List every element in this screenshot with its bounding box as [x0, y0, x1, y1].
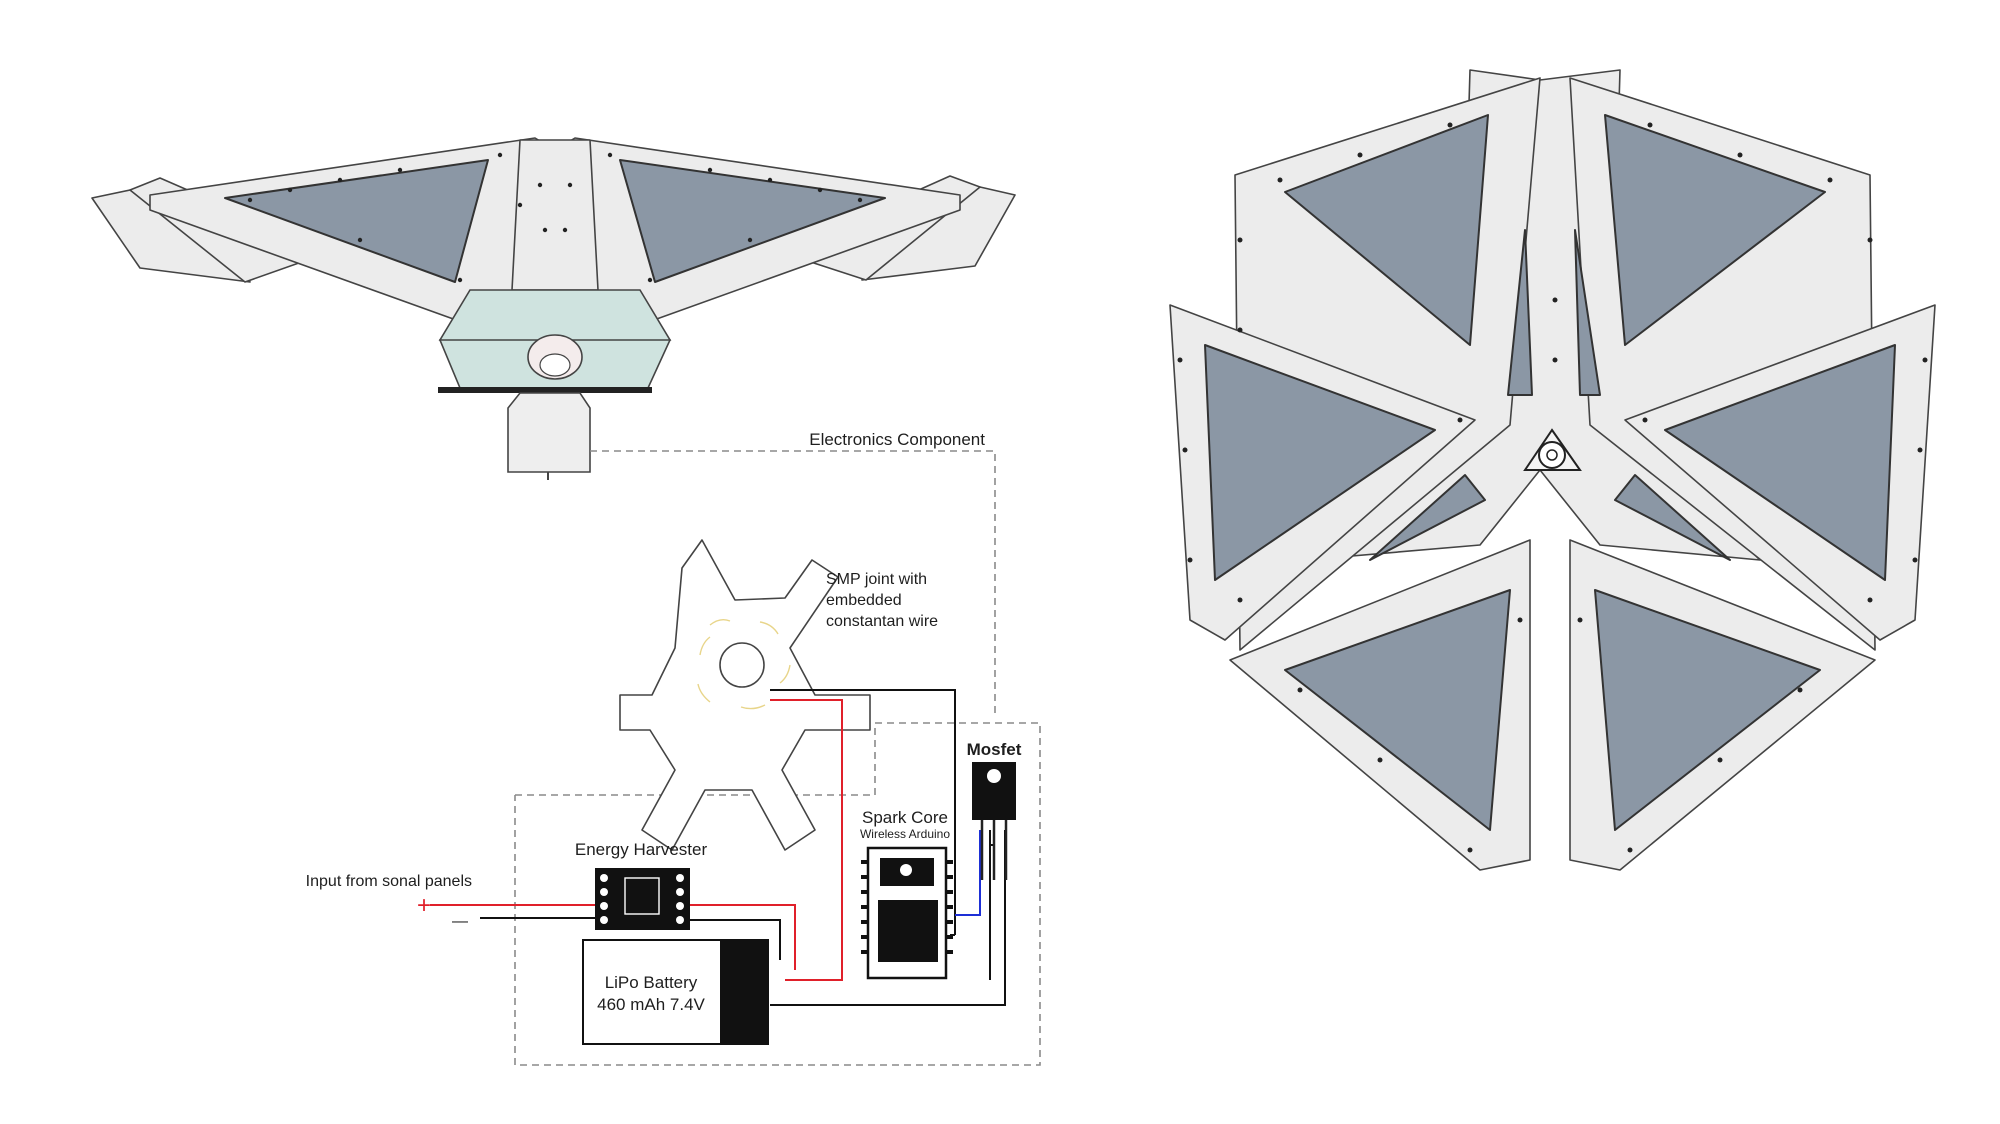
petal-top-right-glass	[1604, 114, 1826, 346]
spark-core-board	[861, 846, 953, 980]
plan-holes	[1177, 122, 1928, 853]
battery-label-line2: 460 mAh 7.4V	[597, 995, 705, 1014]
electronics-housing	[507, 392, 591, 473]
spark-core-label: Spark Core	[862, 808, 948, 827]
lipo-battery	[582, 939, 769, 1045]
input-label: Input from sonal panels	[306, 873, 472, 890]
electronics-component-leader	[590, 450, 996, 715]
smp-label-line1: SMP joint with	[826, 571, 927, 588]
wiring	[430, 689, 1006, 1006]
battery-label-line1: LiPo Battery	[605, 973, 698, 992]
smp-label-line3: constantan wire	[826, 613, 938, 630]
spark-core-sublabel: Wireless Arduino	[860, 827, 950, 841]
petal-bottom-right-glass	[1594, 589, 1821, 831]
elevation-holes	[247, 152, 863, 283]
petal-bottom-left-glass	[1284, 589, 1511, 831]
energy-harvester-label: Energy Harvester	[575, 840, 708, 859]
petal-left-glass	[1204, 344, 1436, 581]
smp-label-line2: embedded	[826, 592, 902, 609]
elevation-view	[91, 137, 1016, 480]
mosfet-label: Mosfet	[967, 740, 1022, 759]
petal-top-left-glass	[1284, 114, 1489, 346]
electronics-component-label: Electronics Component	[809, 430, 985, 449]
petal-right-glass	[1664, 344, 1896, 581]
energy-harvester-board	[595, 868, 690, 930]
smp-joint	[619, 539, 871, 851]
positive-terminal: +	[417, 892, 431, 919]
negative-terminal: —	[452, 913, 468, 930]
electronics-enclosure	[514, 722, 1041, 1066]
plan-view	[1169, 69, 1936, 871]
mosfet	[972, 762, 1016, 880]
